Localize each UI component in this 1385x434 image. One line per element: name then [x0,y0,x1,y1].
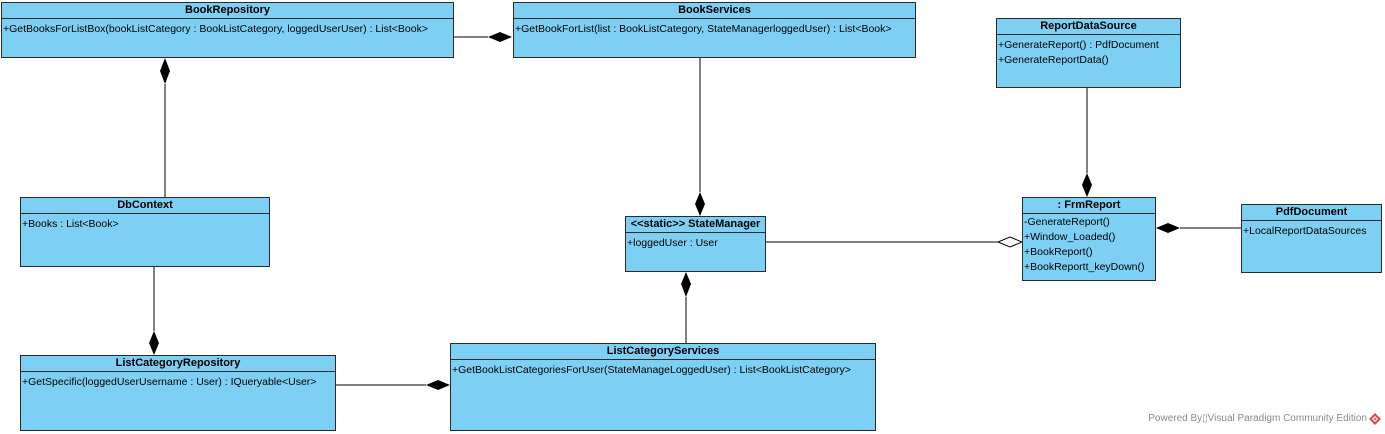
association-dbcontext-bookrepository[interactable] [160,58,170,197]
association-listcategoryrepository-dbcontext[interactable] [149,267,159,355]
association-bookservices-bookrepository[interactable] [454,32,512,42]
class-members: +GetBookListCategoriesForUser(StateManag… [451,360,875,378]
class-db-context[interactable]: DbContext +Books : List<Book> [20,197,270,267]
visual-paradigm-logo-icon [1369,413,1381,425]
composition-diamond [160,58,170,84]
class-members: +GetSpecific(loggedUserUsername : User) … [21,372,335,390]
class-operation: +GetBooksForListBox(bookListCategory : B… [3,23,428,35]
class-operation: +GenerateReport() : PdfDocument [998,39,1159,51]
class-members: +GenerateReport() : PdfDocument +Generat… [997,35,1180,68]
association-listcategoryservices-statemanager[interactable] [681,272,691,343]
class-name: ListCategoryServices [451,344,875,360]
class-members: +Books : List<Book> [21,214,269,232]
class-name: BookServices [514,3,915,19]
class-operation: +GenerateReportData() [998,54,1109,66]
class-name: PdfDocument [1242,205,1381,221]
class-attribute: +LocalReportDataSources [1243,225,1367,237]
class-name: : FrmReport [1023,198,1155,214]
class-operation: +BookReportt_keyDown() [1024,261,1145,273]
class-state-manager[interactable]: <<static>> StateManager +loggedUser : Us… [625,216,766,272]
class-members: +GetBookForList(list : BookListCategory,… [514,19,915,37]
class-members: +GetBooksForListBox(bookListCategory : B… [2,19,453,37]
composition-diamond [149,331,159,355]
class-members: +loggedUser : User [626,233,765,251]
class-attribute: +loggedUser : User [627,237,718,249]
composition-diamond [1156,223,1180,233]
class-name: ListCategoryRepository [21,356,335,372]
powered-by-footer: Powered By▯Visual Paradigm Community Edi… [1148,413,1367,424]
class-report-data-source[interactable]: ReportDataSource +GenerateReport() : Pdf… [996,18,1181,88]
class-members: +LocalReportDataSources [1242,221,1381,239]
class-operation: +BookReport() [1024,246,1093,258]
association-listcategoryrepository-listcategoryservices[interactable] [336,380,450,390]
class-book-services[interactable]: BookServices +GetBookForList(list : Book… [513,2,916,58]
class-name: BookRepository [2,3,453,19]
class-operation: -GenerateReport() [1024,216,1110,228]
class-operation: +Window_Loaded() [1024,231,1116,243]
class-frm-report[interactable]: : FrmReport -GenerateReport() +Window_Lo… [1022,197,1156,281]
association-statemanager-bookservices[interactable] [695,58,705,216]
class-name: DbContext [21,198,269,214]
class-attribute: +Books : List<Book> [22,218,119,230]
composition-diamond [426,380,450,390]
class-operation: +GetBookForList(list : BookListCategory,… [515,23,892,35]
association-pdfdocument-frmreport[interactable] [1156,223,1241,233]
composition-diamond [681,272,691,297]
class-operation: +GetSpecific(loggedUserUsername : User) … [22,376,317,388]
composition-diamond [1082,173,1092,197]
class-book-repository[interactable]: BookRepository +GetBooksForListBox(bookL… [1,2,454,58]
aggregation-diamond [996,236,1024,248]
composition-diamond [695,192,705,216]
class-pdf-document[interactable]: PdfDocument +LocalReportDataSources [1241,204,1382,273]
class-name: ReportDataSource [997,19,1180,35]
class-name: <<static>> StateManager [626,217,765,233]
composition-diamond [488,32,512,42]
class-list-category-services[interactable]: ListCategoryServices +GetBookListCategor… [450,343,876,431]
class-list-category-repository[interactable]: ListCategoryRepository +GetSpecific(logg… [20,355,336,431]
class-operation: +GetBookListCategoriesForUser(StateManag… [452,364,851,376]
association-statemanager-frmreport[interactable] [766,236,1024,248]
association-frmreport-reportdatasource[interactable] [1082,88,1092,197]
class-members: -GenerateReport() +Window_Loaded() +Book… [1023,214,1155,275]
